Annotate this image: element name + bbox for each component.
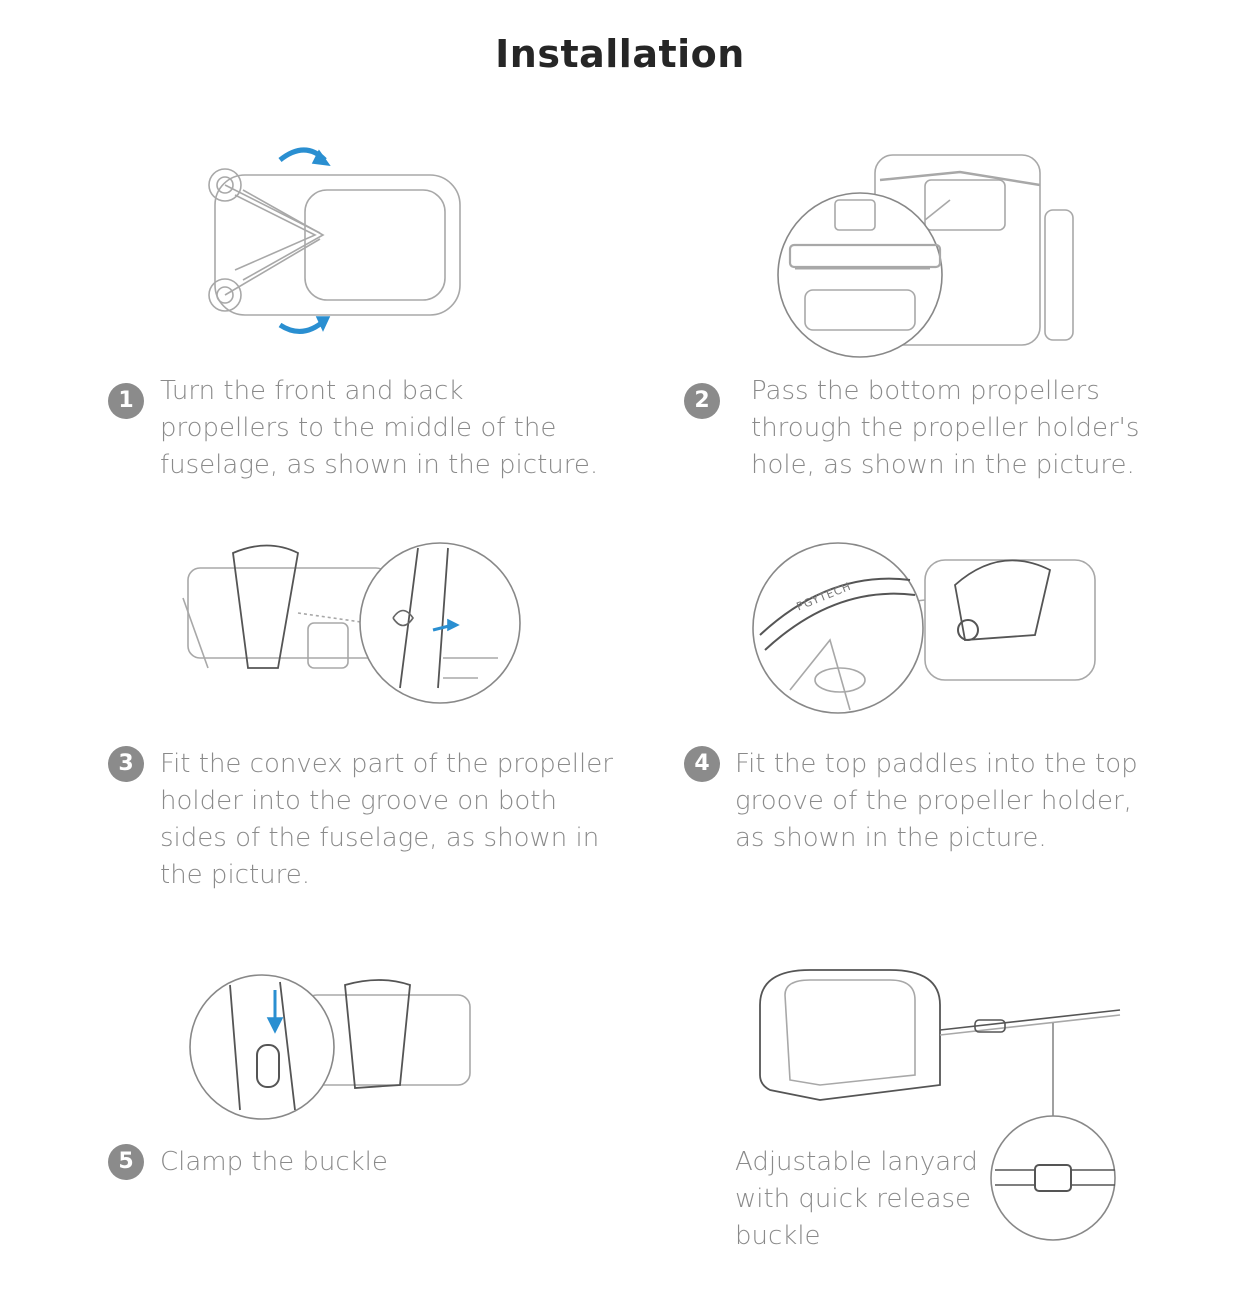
lanyard-note-line: with quick release bbox=[735, 1184, 972, 1214]
step-text-line: the picture. bbox=[160, 860, 311, 890]
step-text-line: sides of the fuselage, as shown in bbox=[160, 823, 600, 853]
step-text-line: as shown in the picture. bbox=[735, 823, 1047, 853]
step-text-line: Fit the convex part of the propeller bbox=[160, 749, 613, 779]
step-text-line: Clamp the buckle bbox=[160, 1147, 388, 1177]
step-number-badge: 1 bbox=[108, 383, 144, 419]
illustration-step-1 bbox=[195, 135, 475, 355]
step-text-line: fuselage, as shown in the picture. bbox=[160, 450, 599, 480]
step-text-line: Turn the front and back bbox=[160, 376, 464, 406]
step-text-line: groove of the propeller holder, bbox=[735, 786, 1132, 816]
lanyard-note-line: Adjustable lanyard bbox=[735, 1147, 978, 1177]
step-text-line: Fit the top paddles into the top bbox=[735, 749, 1138, 779]
illustration-step-3 bbox=[178, 538, 523, 708]
step-text-line: holder into the groove on both bbox=[160, 786, 557, 816]
step-text: Turn the front and back propellers to th… bbox=[160, 373, 598, 484]
step-number-badge: 5 bbox=[108, 1144, 144, 1180]
step-number-badge: 2 bbox=[684, 383, 720, 419]
illustration-lanyard bbox=[750, 965, 1125, 1245]
step-number-badge: 3 bbox=[108, 746, 144, 782]
lanyard-note: Adjustable lanyard with quick release bu… bbox=[735, 1144, 978, 1255]
step-text: Fit the top paddles into the top groove … bbox=[735, 746, 1138, 857]
step-text: Fit the convex part of the propeller hol… bbox=[160, 746, 613, 894]
illustration-step-2 bbox=[775, 140, 1085, 365]
step-text-line: Pass the bottom propellers bbox=[751, 376, 1100, 406]
step-text-line: hole, as shown in the picture. bbox=[751, 450, 1135, 480]
illustration-step-4 bbox=[750, 540, 1110, 720]
illustration-step-5 bbox=[185, 970, 480, 1125]
step-text: Pass the bottom propellers through the p… bbox=[751, 373, 1139, 484]
step-text-line: through the propeller holder's bbox=[751, 413, 1140, 443]
page-title: Installation bbox=[495, 32, 745, 76]
step-text-line: propellers to the middle of the bbox=[160, 413, 557, 443]
lanyard-note-line: buckle bbox=[735, 1221, 821, 1251]
step-text: Clamp the buckle bbox=[160, 1144, 388, 1181]
step-number-badge: 4 bbox=[684, 746, 720, 782]
